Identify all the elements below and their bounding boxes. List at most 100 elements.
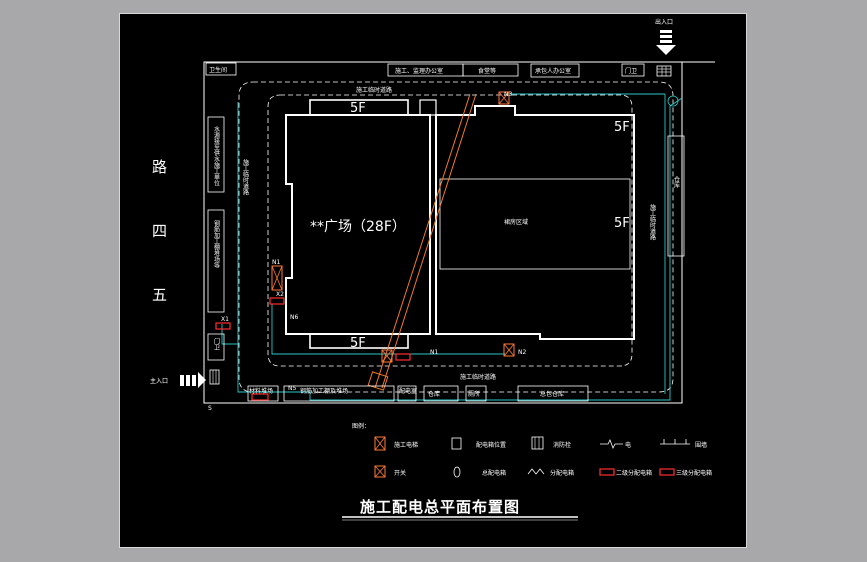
left-water-building — [207, 116, 225, 193]
legend-level2-symbol — [599, 468, 615, 476]
legend-label-switch: 开关 — [394, 469, 406, 477]
bottom-road-label: 施工临时道路 — [460, 373, 496, 381]
svg-text:X1: X1 — [221, 316, 229, 323]
bottom-right-label: 总包仓库 — [540, 390, 564, 398]
legend-label-elevator: 施工电梯 — [394, 441, 418, 449]
svg-text:X2: X2 — [276, 291, 284, 298]
site-boundary-wall — [203, 61, 683, 404]
legend-switch-symbol — [374, 465, 386, 478]
drawing-title: 施工配电总平面布置图 — [360, 498, 520, 516]
legend-label-level3: 三级分配电箱 — [676, 469, 712, 477]
legend-box-symbol — [451, 437, 462, 450]
inner-temp-road — [267, 94, 633, 367]
bottom-box-label: 配电室 — [399, 387, 417, 395]
top-site-office-label: 施工、监理办公室 — [395, 67, 443, 75]
left-hydrant-icon — [209, 369, 220, 385]
power-cable-left — [221, 324, 238, 345]
panel-box-total — [251, 393, 269, 401]
podium-outline — [435, 105, 635, 340]
legend-label-wall: 围墙 — [695, 441, 707, 449]
top-office2 — [530, 63, 580, 78]
top-entrance-arrow — [656, 30, 676, 55]
left-workshop-label: 钢筋加工棚堆场等 — [213, 219, 220, 268]
bottom-material-label: 材料堆场 — [249, 387, 273, 395]
panel-box-bottom — [395, 353, 411, 361]
legend-level3-symbol — [659, 468, 675, 476]
top-gate-room-label: 门卫 — [625, 67, 637, 75]
power-cable-outer — [237, 97, 683, 401]
top-office2-label: 承包人办公室 — [535, 67, 571, 75]
legend-sub-symbol — [527, 468, 545, 475]
road-name-2: 四 — [152, 222, 167, 240]
top-health-room — [205, 62, 237, 76]
bottom-workshop — [283, 385, 395, 402]
floor-label-right-mid: 5F — [614, 216, 630, 231]
floor-label-bottom: 5F — [350, 336, 366, 351]
road-name-1: 路 — [152, 158, 167, 176]
legend-total-symbol — [453, 466, 461, 478]
panel-tag-s: S — [208, 405, 212, 412]
bottom-material-yard — [247, 385, 279, 402]
podium-inner-area — [439, 178, 631, 270]
hydrant-icon — [656, 65, 672, 77]
valve-icon — [667, 95, 679, 107]
elevator-icon-bottom-right — [503, 343, 515, 357]
bottom-storage — [423, 385, 459, 402]
panel-tag-n1-left: N1 — [272, 259, 280, 266]
bottom-right-yard — [517, 385, 589, 402]
panel-tag-n3: N3 — [504, 91, 512, 98]
top-canteen-label: 食堂等 — [478, 67, 496, 75]
legend-label-hydrant: 消防栓 — [553, 441, 571, 449]
panel-box-x2: X2 — [269, 291, 285, 305]
legend-heading: 图例： — [352, 422, 370, 430]
bottom-toilet — [465, 385, 487, 402]
drawing-canvas: 卫生间 施工、监理办公室 食堂等 承包人办公室 门卫 出入口 路 四 五 水源接… — [119, 13, 747, 548]
elevator-icon-top — [498, 91, 510, 105]
road-name-3: 五 — [152, 286, 167, 304]
left-gate-room — [207, 333, 225, 361]
legend-label-level2: 二级分配电箱 — [616, 469, 652, 477]
right-side-label: 仓库 — [673, 175, 680, 189]
legend-label-total: 总配电箱 — [482, 469, 506, 477]
legend-elevator-symbol — [374, 436, 386, 451]
top-canteen — [462, 63, 519, 77]
tower-link — [419, 99, 437, 116]
floor-label-right-top: 5F — [614, 120, 630, 135]
tower-top-annex — [309, 99, 409, 116]
left-gate-label: 门卫 — [213, 337, 220, 350]
tower-bottom-annex — [309, 333, 409, 349]
top-health-room-label: 卫生间 — [209, 66, 227, 74]
bottom-box-room — [397, 385, 417, 402]
main-entrance-label: 主入口 — [150, 377, 168, 385]
bottom-toilet-label: 厕所 — [468, 390, 480, 398]
legend-hydrant-symbol — [531, 436, 544, 450]
bottom-storage-label: 仓库 — [428, 390, 440, 398]
elevator-icon-left — [271, 265, 283, 291]
top-entrance-label: 出入口 — [655, 18, 673, 26]
tower-name: **广场（28F） — [310, 219, 406, 235]
podium-label: 裙房区域 — [504, 218, 528, 226]
legend-label-sub: 分配电箱 — [550, 469, 574, 477]
right-side-room — [667, 135, 685, 257]
right-road-label: 施工临时道路 — [649, 203, 656, 241]
left-workshop — [207, 209, 225, 313]
panel-tag-n6: N6 — [290, 314, 298, 321]
outer-temp-road — [238, 81, 674, 393]
floor-label-top: 5F — [350, 101, 366, 116]
main-entrance-arrow — [180, 372, 206, 388]
panel-tag-n1-bottom: N1 — [430, 349, 438, 356]
power-cable-inner — [271, 304, 505, 355]
legend-label-power: 电 — [625, 441, 631, 449]
elevator-icon-bottom — [381, 349, 393, 363]
site-plan: 卫生间 施工、监理办公室 食堂等 承包人办公室 门卫 出入口 路 四 五 水源接… — [150, 18, 715, 521]
legend-wall-symbol — [660, 439, 690, 445]
panel-box-x1: X1 — [215, 316, 231, 330]
legend-label-box: 配电箱位置 — [476, 441, 506, 449]
panel-tag-n5: N5 — [288, 385, 296, 392]
bottom-workshop-label: 钢筋加工棚及堆场 — [300, 387, 348, 395]
panel-tag-n2: N2 — [518, 349, 526, 356]
top-gate-room — [621, 63, 645, 77]
legend-power-symbol — [600, 439, 623, 449]
top-road-label: 施工临时道路 — [356, 86, 392, 94]
left-water-label: 水源接至供水施工单位 — [213, 125, 220, 186]
